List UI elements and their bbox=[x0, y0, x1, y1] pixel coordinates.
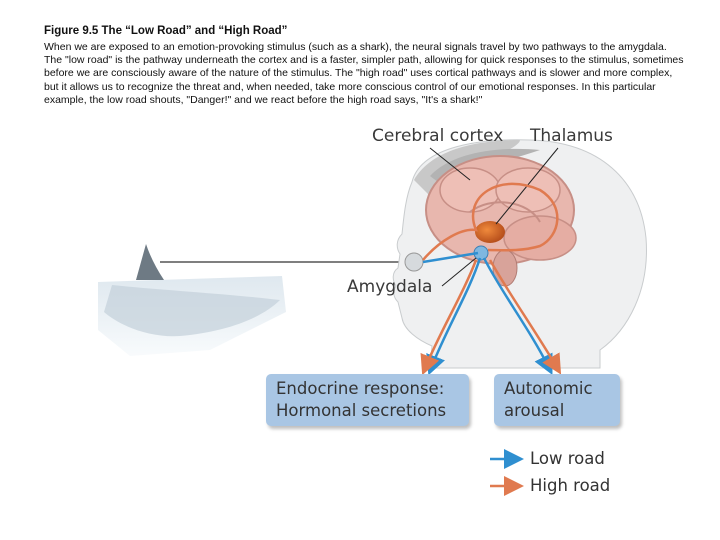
amygdala-label: Amygdala bbox=[347, 277, 433, 297]
autonomic-arousal-box: Autonomic arousal bbox=[494, 374, 620, 426]
endocrine-line-1: Endocrine response: bbox=[276, 379, 445, 398]
figure-title: Figure 9.5 The “Low Road” and “High Road… bbox=[44, 25, 288, 37]
high-road-to-autonomic bbox=[488, 259, 562, 375]
cortex-leader bbox=[429, 147, 471, 181]
legend-low-road-label: Low road bbox=[530, 449, 605, 468]
endocrine-line-2: Hormonal secretions bbox=[276, 401, 447, 420]
amygdala-leader bbox=[441, 257, 477, 287]
thalamus bbox=[475, 221, 505, 243]
endocrine-response-text: Endocrine response: Hormonal secretions bbox=[276, 378, 446, 422]
autonomic-line-2: arousal bbox=[504, 401, 565, 420]
autonomic-line-1: Autonomic bbox=[504, 379, 593, 398]
low-road-to-autonomic bbox=[482, 257, 553, 375]
low-road-pathway bbox=[422, 251, 479, 264]
legend-high-road-label: High road bbox=[530, 476, 611, 495]
eye bbox=[404, 252, 424, 272]
thalamus-label: Thalamus bbox=[530, 126, 613, 146]
high-road-pathway bbox=[422, 182, 559, 261]
endocrine-response-box: Endocrine response: Hormonal secretions bbox=[266, 374, 469, 426]
cerebral-cortex-label: Cerebral cortex bbox=[372, 126, 504, 146]
figure-caption: When we are exposed to an emotion-provok… bbox=[44, 41, 684, 106]
shark-illustration bbox=[98, 244, 286, 356]
autonomic-arousal-text: Autonomic arousal bbox=[504, 378, 593, 422]
brain bbox=[425, 155, 577, 287]
high-road-to-endocrine bbox=[420, 259, 478, 376]
